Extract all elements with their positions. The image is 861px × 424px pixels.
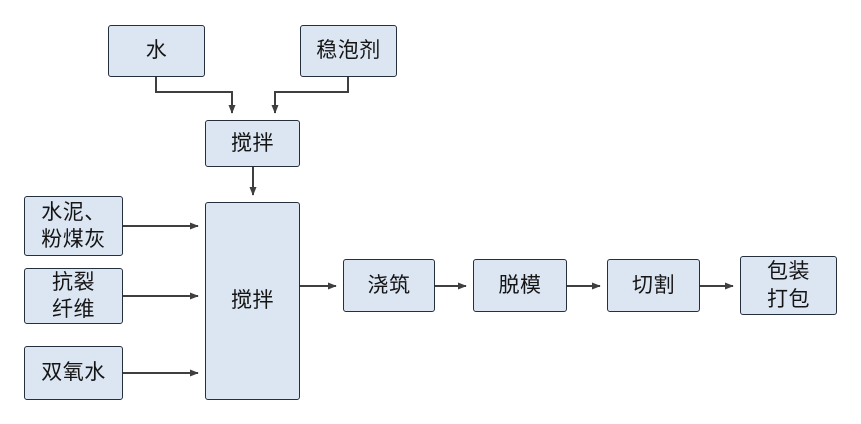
edge-water-mix1 bbox=[155, 77, 236, 114]
node-cement-flyash[interactable]: 水泥、 粉煤灰 bbox=[24, 196, 123, 256]
node-cutting[interactable]: 切割 bbox=[607, 259, 700, 312]
node-stabilizer[interactable]: 稳泡剂 bbox=[300, 25, 397, 77]
node-mixing-stage-2[interactable]: 搅拌 bbox=[205, 202, 300, 400]
node-packaging[interactable]: 包装 打包 bbox=[740, 256, 837, 315]
edge-stabilizer-mix1 bbox=[271, 77, 349, 114]
node-hydrogen-peroxide[interactable]: 双氧水 bbox=[24, 346, 123, 400]
node-water[interactable]: 水 bbox=[108, 25, 205, 77]
node-anticrack-fiber[interactable]: 抗裂 纤维 bbox=[24, 268, 123, 324]
node-mixing-stage-1[interactable]: 搅拌 bbox=[205, 120, 300, 167]
node-pouring[interactable]: 浇筑 bbox=[343, 259, 435, 312]
node-demolding[interactable]: 脱模 bbox=[473, 259, 567, 312]
